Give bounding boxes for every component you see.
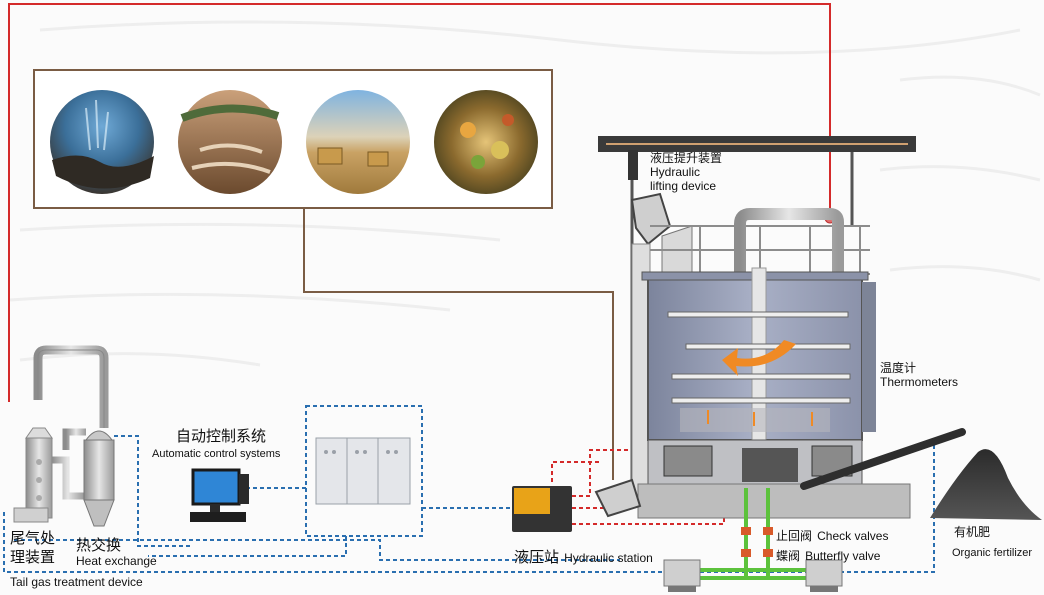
thermometers-label-en: Thermometers <box>880 374 959 389</box>
hydraulic-station-label-en: Hydraulic station <box>564 551 653 565</box>
agitation-direction-arrow <box>722 340 796 376</box>
kitchen-waste-photo <box>434 90 538 194</box>
check-valves-label: 止回阀 Check valves <box>776 526 888 544</box>
tail-gas-label-en: Tail gas treatment device <box>10 575 143 589</box>
signal-lines <box>3 405 935 573</box>
organic-fertilizer-label-en: Organic fertilizer <box>952 547 1033 559</box>
heat-exchange-label-en: Heat exchange <box>76 554 157 568</box>
tail-gas-label-zh-2: 理装置 <box>10 548 56 566</box>
background-texture <box>9 20 1041 367</box>
hydraulic-lifting-label-en-1: Hydraulic <box>650 164 701 179</box>
butterfly-valve-label-en: Butterfly valve <box>805 549 881 563</box>
hydraulic-station <box>512 486 572 532</box>
tail-gas-treatment-device <box>13 345 109 523</box>
tail-gas-label-zh-1: 尾气处 <box>10 529 56 547</box>
sludge-field-photo <box>178 90 282 194</box>
thermometers-label: 温度计 Thermometers <box>880 361 959 390</box>
organic-fertilizer-label-zh: 有机肥 <box>954 525 991 539</box>
hydraulic-lifting-label: 液压提升装置 Hydraulic lifting device <box>650 151 770 193</box>
organic-fertilizer-pile <box>930 449 1042 520</box>
hydraulic-lifting-label-zh: 液压提升装置 <box>650 151 723 165</box>
check-valves-label-en: Check valves <box>817 529 889 543</box>
pumps <box>663 559 843 592</box>
straw-field-photo <box>306 90 410 194</box>
control-system-label-en: Automatic control systems <box>152 448 281 460</box>
heat-exchanger <box>62 428 115 527</box>
hydraulic-lifting-label-en-2: lifting device <box>650 178 717 193</box>
check-valves-label-zh: 止回阀 <box>776 529 813 543</box>
control-cabinet <box>315 437 411 505</box>
butterfly-valve-label-zh: 蝶阀 <box>776 549 801 563</box>
livestock-manure-photo <box>50 90 154 194</box>
hydraulic-station-label-zh: 液压站 <box>514 548 560 566</box>
butterfly-valves <box>741 549 773 557</box>
feed-line <box>303 208 614 480</box>
thermometers-label-zh: 温度计 <box>880 361 917 375</box>
butterfly-valve-label: 蝶阀 Butterfly valve <box>776 546 880 564</box>
heat-exchange-label-zh: 热交换 <box>76 536 122 554</box>
control-system-label-zh: 自动控制系统 <box>176 427 267 445</box>
exhaust-pipe-line <box>8 3 831 402</box>
control-monitor <box>190 468 249 522</box>
hydraulic-station-label: 液压站 Hydraulic station <box>514 548 653 566</box>
check-valves <box>741 527 773 535</box>
